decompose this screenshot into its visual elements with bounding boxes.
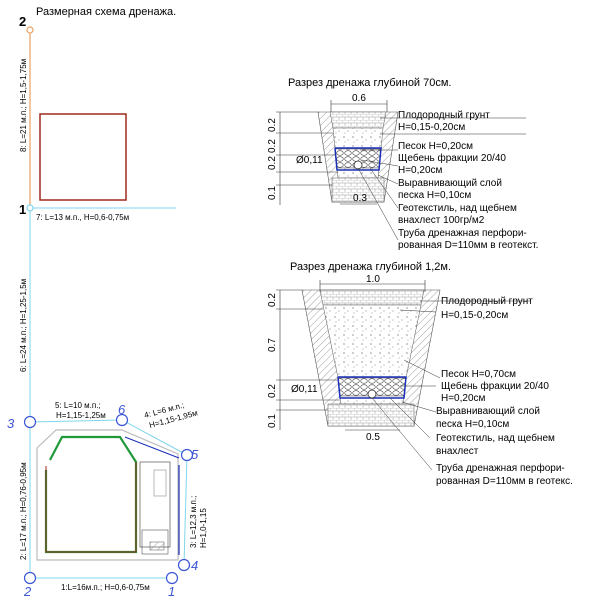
section-120-label: Песок H=0,70см — [441, 369, 516, 380]
segment-5-label-a: 5: L=10 м.п.; — [55, 401, 101, 410]
point-2-top-marker — [26, 26, 34, 34]
section-70-sand — [332, 127, 384, 150]
segment-3-label-a: 3: L=12,3 м.п.; — [189, 496, 198, 548]
point-label: 2 — [23, 584, 32, 599]
section-120-bottom-width: 0.5 — [366, 432, 380, 443]
section-70-label: Труба дренажная перфори- — [398, 227, 527, 239]
section-120-label: Геотекстиль, над щебнем — [436, 432, 555, 444]
section-120-top-width: 1.0 — [366, 274, 380, 285]
section-120-sand — [322, 304, 422, 379]
point-label: 4 — [191, 558, 198, 573]
green-path — [44, 435, 138, 554]
section-70-label: Плодородный грунт — [398, 110, 490, 121]
section-120-fertile-soil — [319, 289, 425, 306]
house-outline — [36, 429, 179, 561]
section-120-leader — [401, 401, 437, 413]
section-120-dim: 0.7 — [267, 338, 278, 352]
point-label: 1 — [19, 202, 26, 217]
section-70-leader — [361, 159, 399, 167]
section-70-dim: 0.2 — [267, 156, 278, 170]
page-title: Размерная схема дренажа. — [36, 6, 176, 18]
section-70-geotextile — [334, 147, 382, 171]
section-70-label: песка H=0,10см — [398, 190, 471, 201]
section-70-dim: 0.1 — [267, 186, 278, 200]
segment-5-label-b: H=1,15-1,25м — [56, 411, 106, 420]
section-120-dim: 0.2 — [267, 293, 278, 307]
section-70-base — [331, 177, 385, 203]
porch — [141, 529, 169, 555]
segment-8-label: 8: L=21 м.п.; H=1,5-1,75м — [19, 59, 28, 152]
porch-steps — [149, 541, 165, 551]
point-label: 5 — [191, 447, 199, 462]
section-120-label: Труба дренажная перфори- — [436, 462, 565, 474]
point-1-top-marker — [26, 204, 34, 212]
section-70-label: внахлест 100гр/м2 — [398, 215, 485, 226]
section-120-geotextile — [337, 376, 407, 399]
section-70-label: Щебень фракции 20/40 — [398, 152, 506, 164]
point-6-marker — [115, 413, 129, 427]
point-label: 2 — [19, 14, 26, 29]
section-70-fertile-soil — [329, 111, 387, 129]
section-70-label: рованная D=110мм в геотекст. — [398, 240, 538, 251]
upper-building — [39, 113, 127, 201]
section-120-label: H=0,20см — [441, 393, 486, 404]
segment-1-label: 1:L=16м.п.; H=0,6-0,75м — [61, 583, 150, 592]
section-70-label: H=0,20см — [398, 165, 443, 176]
section-120-label: Плодородный грунт — [441, 296, 533, 307]
point-3-marker — [23, 415, 37, 429]
segment-7-label: 7: L=13 м.п., H=0,6-0,75м — [36, 213, 129, 222]
section-120-label: песка H=0,10см — [436, 419, 509, 430]
section-120-dim: 0.2 — [267, 384, 278, 398]
section-70-label: H=0,15-0,20см — [398, 122, 465, 133]
section-70-label: Песок H=0,20см — [398, 141, 473, 152]
point-4-marker — [177, 558, 191, 572]
point-label: 1 — [168, 584, 175, 599]
section-70-title: Разрез дренажа глубиной 70см. — [288, 77, 452, 89]
point-1-bottom-marker — [165, 571, 179, 585]
section-120-leader — [389, 397, 431, 439]
section-120cm: Разрез дренажа глубиной 1,2м. 1.0 0.5 0.… — [267, 261, 573, 487]
section-70-dim: 0.2 — [267, 139, 278, 153]
section-120-pipe — [367, 389, 377, 399]
section-120-dim: 0.1 — [267, 414, 278, 428]
section-120-label: H=0,15-0,20см — [441, 310, 508, 321]
annex — [139, 461, 171, 548]
section-70-label: Геотекстиль, над щебнем — [398, 202, 517, 214]
section-120-label: Щебень фракции 20/40 — [441, 380, 549, 392]
section-120-pipe-dim: Ø0,11 — [291, 384, 318, 395]
point-5-marker — [180, 448, 194, 462]
section-70-label: Выравнивающий слой — [398, 178, 502, 189]
section-70-leader — [357, 167, 399, 241]
section-120-base — [327, 403, 415, 427]
section-120-leader — [403, 359, 441, 379]
section-120-label: внахлест — [436, 446, 479, 457]
section-120-title: Разрез дренажа глубиной 1,2м. — [290, 261, 451, 273]
section-70-pipe-dim: Ø0,11 — [296, 155, 323, 166]
section-70-dim: 0.2 — [267, 118, 278, 132]
segment-3-label-b: H=1,0-1,15 — [199, 508, 208, 548]
point-label: 3 — [7, 416, 15, 431]
annex-detail — [153, 469, 167, 497]
section-70-leader — [369, 167, 399, 209]
segment-2-label: 2: L=17 м.п.; H=0,76-0,95м — [19, 462, 28, 560]
section-70-top-width: 0.6 — [352, 93, 366, 104]
section-120-label: рованная D=110мм в геотекс. — [436, 476, 573, 487]
section-70-bottom-width: 0.3 — [353, 193, 367, 204]
section-120-label: Выравнивающий слой — [436, 406, 540, 417]
blue-drain-top — [124, 436, 180, 459]
section-70-leader — [377, 174, 399, 185]
drainage-plan: 2 1 3 6 5 4 2 1 8: L=21 м.п.; H=1,5-1,75… — [7, 14, 208, 599]
section-120-leader — [371, 397, 433, 471]
section-70cm: Разрез дренажа глубиной 70см. 0.6 0.3 0.… — [267, 77, 538, 251]
house-wall — [45, 462, 137, 553]
segment-6-label: 6: L=24 м.п.; H=1,25-1,5м — [19, 279, 28, 372]
section-120-leader — [399, 309, 437, 313]
section-70-pipe — [353, 160, 363, 170]
point-2-bottom-marker — [23, 571, 37, 585]
point-label: 6 — [118, 402, 126, 417]
segment-3-line — [183, 454, 188, 566]
